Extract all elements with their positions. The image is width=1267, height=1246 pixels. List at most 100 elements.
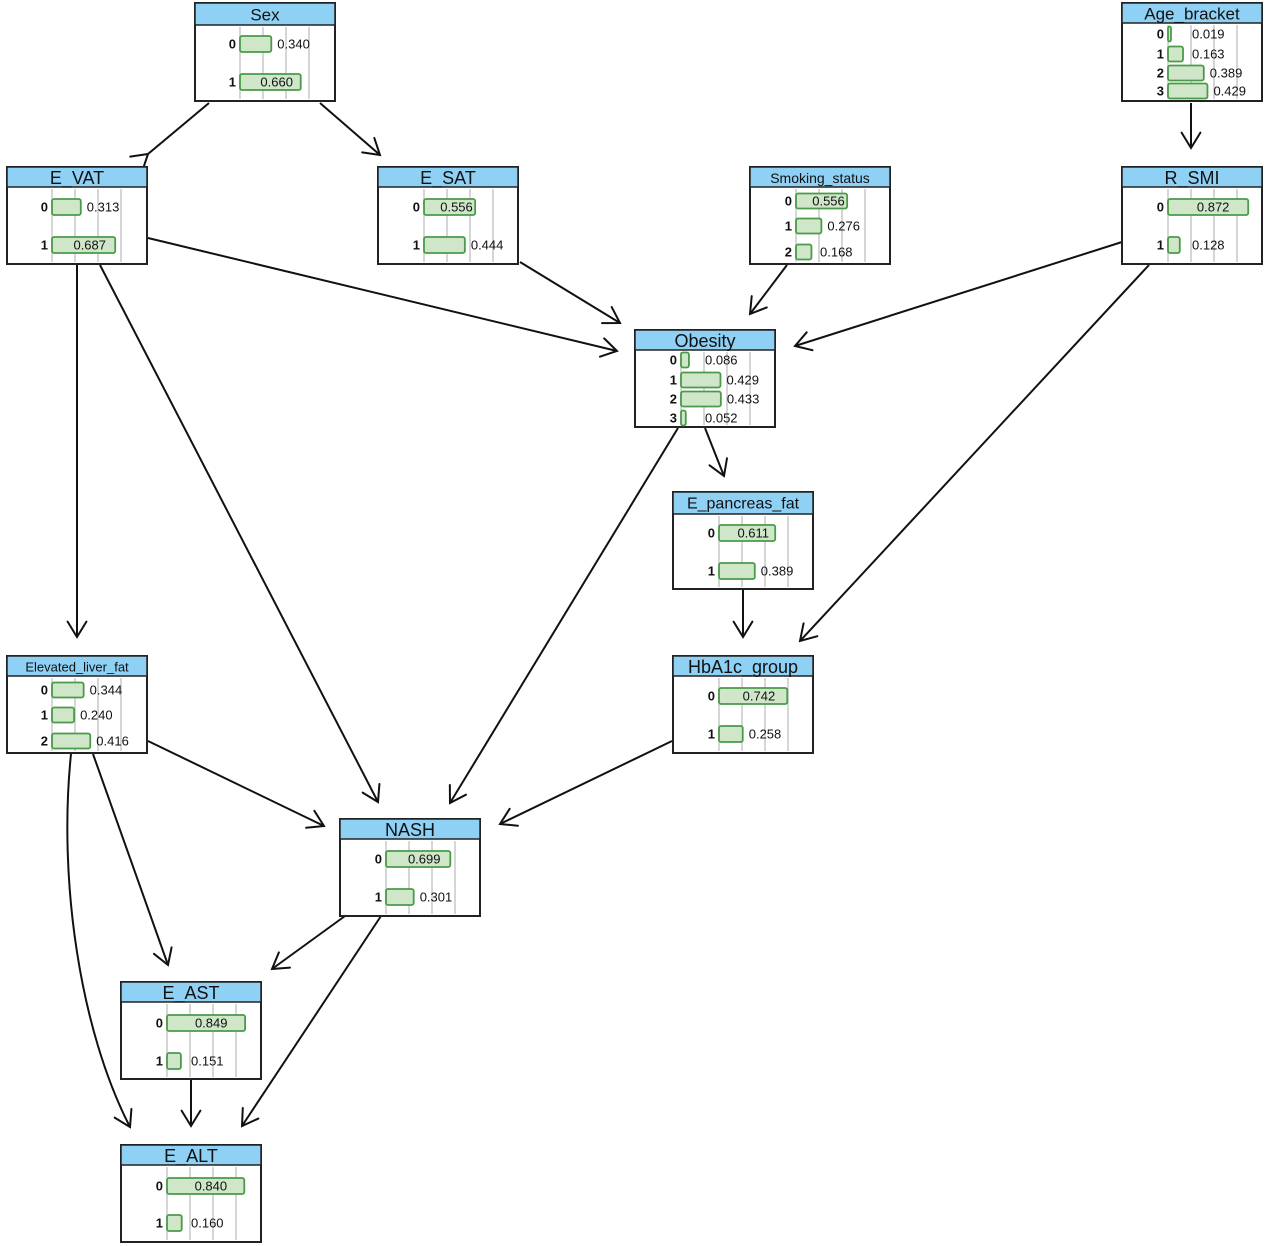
probability-value: 0.389 [1210, 66, 1243, 81]
probability-value: 0.240 [80, 708, 113, 723]
edge-elevated_liver_fat-to-e_ast [92, 753, 173, 967]
probability-value: 0.163 [1192, 47, 1225, 62]
arrowhead-icon [361, 136, 382, 157]
edge-obesity-to-e_pancreas_fat [704, 427, 728, 478]
arrowhead-icon [1180, 131, 1202, 150]
probability-value: 0.168 [820, 245, 853, 260]
arrowhead-icon [305, 809, 326, 829]
state-label: 1 [708, 727, 715, 742]
probability-value: 0.344 [90, 683, 123, 698]
probability-value: 0.742 [743, 689, 776, 704]
probability-bar [718, 725, 744, 743]
edge-smoking_status-to-obesity [748, 264, 788, 316]
state-row: 1 0.160 [156, 1214, 224, 1232]
probability-bar [1167, 236, 1181, 254]
probability-bar [1167, 45, 1184, 63]
edge-r_smi-to-obesity [793, 241, 1123, 352]
arrowhead-icon [152, 946, 173, 967]
state-label: 0 [41, 683, 48, 698]
probability-bar [239, 35, 273, 53]
probability-bar [385, 888, 415, 906]
probability-value: 0.429 [1213, 84, 1246, 99]
node-header [339, 818, 481, 840]
probability-value: 0.160 [191, 1216, 224, 1231]
node-header [672, 655, 814, 677]
edge-e_vat-to-elevated_liver_fat [66, 265, 88, 639]
probability-value: 0.389 [761, 564, 794, 579]
probability-value: 0.151 [191, 1054, 224, 1069]
state-label: 0 [41, 200, 48, 215]
probability-value: 0.052 [705, 411, 738, 426]
probability-bar [795, 243, 813, 261]
node-header [377, 166, 519, 188]
probability-value: 0.660 [260, 75, 293, 90]
edge-hba1c_group-to-nash [498, 740, 673, 827]
probability-bar [1167, 198, 1250, 216]
edge-elevated_liver_fat-to-e_alt [66, 753, 133, 1129]
state-label: 0 [1157, 27, 1164, 42]
arrowhead-icon [448, 784, 467, 805]
node-title: E_ALT [164, 1146, 218, 1167]
probability-bar [680, 390, 722, 408]
probability-bar [166, 1052, 182, 1070]
probability-bar [1167, 25, 1172, 43]
node-title: HbA1c_group [688, 657, 798, 678]
probability-bar [1167, 64, 1205, 82]
edge-line [271, 915, 346, 970]
probability-value: 0.687 [73, 238, 106, 253]
node-title: R_SMI [1164, 168, 1219, 189]
state-label: 2 [670, 392, 677, 407]
state-label: 2 [1157, 66, 1164, 81]
state-label: 1 [156, 1054, 163, 1069]
edge-e_pancreas_fat-to-hba1c_group [732, 590, 754, 639]
edge-age_bracket-to-r_smi [1180, 103, 1202, 150]
probability-bar [51, 732, 92, 750]
arrowhead-icon [498, 807, 519, 827]
edge-sex-to-e_vat [129, 102, 210, 173]
probability-value: 0.444 [471, 238, 504, 253]
edge-nash-to-e_alt [240, 915, 382, 1128]
state-label: 1 [41, 238, 48, 253]
arrowhead-icon [66, 620, 88, 639]
node-title: E_AST [162, 983, 219, 1004]
arrowhead-icon [708, 457, 728, 478]
node-title: NASH [385, 820, 435, 840]
state-label: 1 [156, 1216, 163, 1231]
arrowhead-icon [748, 295, 768, 316]
probability-bar [166, 1177, 246, 1195]
node-header [120, 981, 262, 1003]
state-label: 1 [785, 219, 792, 234]
edges-layer [66, 102, 1202, 1129]
arrowhead-icon [180, 1109, 202, 1128]
state-label: 0 [156, 1016, 163, 1031]
state-label: 1 [1157, 47, 1164, 62]
probability-bar [680, 409, 687, 427]
